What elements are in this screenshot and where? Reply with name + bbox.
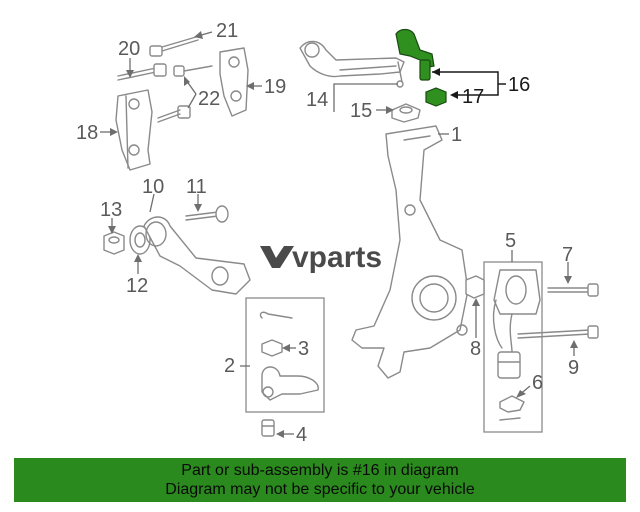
suspension-exploded-diagram: vparts 1 2 3 4 5 6 7 8 9 10 11 12 13 14 … (76, 20, 599, 446)
bolt-7 (547, 283, 599, 297)
watermark-logo: vparts (260, 241, 382, 274)
callout-labels: 1 2 3 4 5 6 7 8 9 10 11 12 13 14 15 16 1… (76, 20, 579, 446)
callout-4: 4 (296, 424, 307, 446)
bushing-13 (103, 231, 125, 255)
callout-11: 11 (186, 176, 207, 198)
callout-21: 21 (216, 20, 238, 42)
highlight-leader-lines (432, 68, 506, 99)
bolt-11 (185, 205, 229, 223)
watermark-logo-mark (260, 246, 294, 268)
nut-8 (465, 275, 485, 299)
highlighted-nut-17 (425, 87, 447, 107)
callout-12: 12 (126, 275, 148, 297)
bushing-assembly-5 (492, 269, 541, 353)
nut-3 (261, 339, 283, 357)
strut-group-box (483, 261, 543, 433)
callout-14: 14 (306, 89, 328, 111)
callout-1: 1 (451, 124, 462, 146)
bolt-22 (157, 65, 213, 123)
callout-2: 2 (224, 355, 235, 377)
ball-joint (261, 366, 319, 401)
bracket-19 (219, 47, 249, 117)
callout-8: 8 (470, 338, 481, 360)
leader-lines (100, 31, 578, 438)
bolt-4 (261, 419, 275, 437)
strut-end (497, 351, 521, 379)
steering-knuckle-1 (351, 125, 469, 379)
callout-16: 16 (508, 74, 530, 96)
callout-17: 17 (462, 86, 484, 108)
callout-20: 20 (118, 38, 140, 60)
callout-22: 22 (198, 88, 220, 110)
banner-line-2: Diagram may not be specific to your vehi… (165, 481, 475, 498)
ball-joint-group-box (245, 297, 325, 413)
bolt-9 (517, 325, 599, 339)
highlighted-part-16 (395, 28, 435, 81)
nut-15 (391, 103, 421, 123)
callout-13: 13 (100, 199, 122, 221)
bolt-21 (149, 36, 199, 57)
callout-3: 3 (298, 338, 309, 360)
washer-12 (129, 225, 151, 255)
callout-7: 7 (562, 244, 573, 266)
upper-control-arm-14 (299, 40, 405, 88)
callout-6: 6 (532, 372, 543, 394)
callout-9: 9 (568, 357, 579, 379)
callout-10: 10 (142, 176, 164, 198)
bolt-20 (117, 63, 167, 81)
callout-15: 15 (350, 100, 372, 122)
cotter-pin (259, 311, 293, 319)
callout-18: 18 (76, 122, 98, 144)
bracket-18 (115, 89, 153, 171)
banner-line-1: Part or sub-assembly is #16 in diagram (181, 462, 459, 479)
part-info-banner: Part or sub-assembly is #16 in diagram D… (14, 458, 626, 502)
callout-5: 5 (505, 230, 516, 252)
watermark-text: vparts (292, 241, 382, 274)
callout-19: 19 (264, 76, 286, 98)
nut-6 (499, 395, 525, 421)
lower-control-arm-10 (143, 216, 251, 295)
